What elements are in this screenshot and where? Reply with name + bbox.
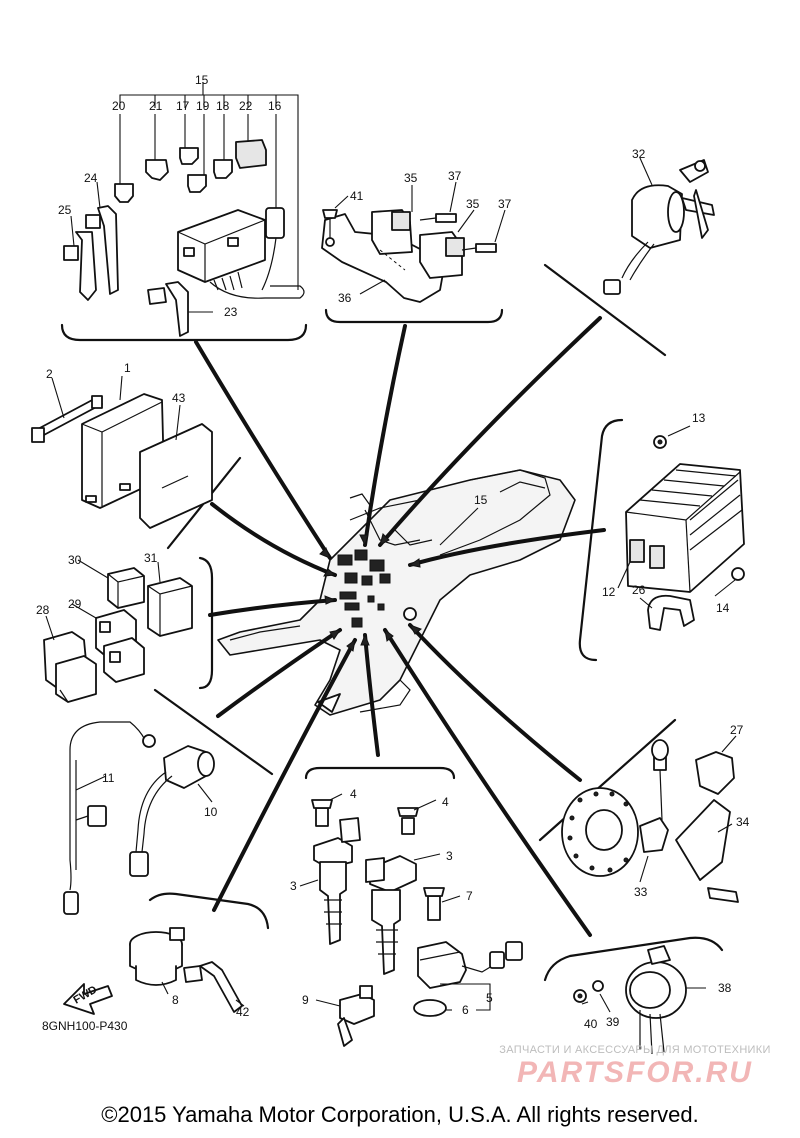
label-part-41: 41 bbox=[350, 189, 364, 203]
relay-group bbox=[43, 559, 193, 703]
label-part-26: 26 bbox=[632, 583, 646, 597]
label-part-27: 27 bbox=[730, 723, 744, 737]
label-part-3a: 3 bbox=[290, 879, 297, 893]
pressure-switch-group bbox=[63, 927, 245, 1015]
label-part-11: 11 bbox=[102, 771, 115, 785]
leader-15-frame bbox=[439, 507, 479, 546]
central-frame-assembly bbox=[217, 469, 576, 716]
label-part-4b: 4 bbox=[442, 795, 449, 809]
label-part-7: 7 bbox=[466, 889, 473, 903]
label-part-22: 22 bbox=[239, 99, 253, 113]
group-brackets bbox=[60, 263, 724, 982]
relay-bracket-group bbox=[321, 181, 506, 303]
label-part-9: 9 bbox=[302, 993, 309, 1007]
watermark-tagline: ЗАПЧАСТИ И АКСЕССУАРЫ ДЛЯ МОТОТЕХНИКИ bbox=[499, 1044, 771, 1056]
label-part-15b: 15 bbox=[474, 493, 488, 507]
label-part-6: 6 bbox=[462, 1003, 469, 1017]
drawing-code: 8GNH100-P430 bbox=[42, 1019, 128, 1033]
label-part-8: 8 bbox=[172, 993, 179, 1007]
switch-38-group bbox=[573, 945, 706, 1055]
label-part-36: 36 bbox=[338, 291, 352, 305]
label-part-14: 14 bbox=[716, 601, 730, 615]
main-switch-group bbox=[603, 157, 715, 295]
label-part-13: 13 bbox=[692, 411, 706, 425]
label-part-17: 17 bbox=[176, 99, 190, 113]
label-part-37a: 37 bbox=[448, 169, 462, 183]
ignition-coil-group bbox=[299, 793, 441, 975]
label-part-12: 12 bbox=[602, 585, 616, 599]
label-part-24: 24 bbox=[84, 171, 98, 185]
label-part-25: 25 bbox=[58, 203, 72, 217]
label-part-29: 29 bbox=[68, 597, 82, 611]
rectifier-regulator-group bbox=[617, 425, 745, 631]
label-part-18: 18 bbox=[216, 99, 230, 113]
ecu-group bbox=[31, 375, 213, 529]
label-part-15a: 15 bbox=[195, 73, 209, 87]
label-part-21: 21 bbox=[149, 99, 163, 113]
label-part-20: 20 bbox=[112, 99, 126, 113]
label-part-42: 42 bbox=[236, 1005, 250, 1019]
label-part-30: 30 bbox=[68, 553, 82, 567]
label-part-23: 23 bbox=[224, 305, 238, 319]
fuse-box-group bbox=[63, 83, 305, 337]
label-part-33: 33 bbox=[634, 885, 648, 899]
label-part-3b: 3 bbox=[446, 849, 453, 863]
wheel-sensor-group bbox=[561, 735, 739, 903]
label-part-40: 40 bbox=[584, 1017, 598, 1031]
part-number-labels: 1 2 3 3 4 4 5 6 7 8 9 10 11 12 13 14 15 … bbox=[36, 73, 750, 1031]
label-part-31: 31 bbox=[144, 551, 158, 565]
label-part-4a: 4 bbox=[350, 787, 357, 801]
copyright-notice: ©2015 Yamaha Motor Corporation, U.S.A. A… bbox=[101, 1102, 699, 1127]
sensor-group bbox=[63, 721, 215, 915]
label-part-39: 39 bbox=[606, 1015, 620, 1029]
connector-spokes bbox=[194, 316, 606, 937]
label-part-16: 16 bbox=[268, 99, 282, 113]
label-part-43: 43 bbox=[172, 391, 186, 405]
label-part-38: 38 bbox=[718, 981, 732, 995]
label-part-34: 34 bbox=[736, 815, 750, 829]
watermark-brand: PARTSFOR.RU bbox=[517, 1056, 753, 1089]
label-part-2: 2 bbox=[46, 367, 53, 381]
label-part-28: 28 bbox=[36, 603, 50, 617]
label-part-37b: 37 bbox=[498, 197, 512, 211]
label-part-19: 19 bbox=[196, 99, 210, 113]
label-part-35b: 35 bbox=[466, 197, 480, 211]
label-part-1: 1 bbox=[124, 361, 131, 375]
speed-sensor-group bbox=[315, 887, 523, 1047]
label-part-10: 10 bbox=[204, 805, 218, 819]
label-part-32: 32 bbox=[632, 147, 646, 161]
watermark: ЗАПЧАСТИ И АКСЕССУАРЫ ДЛЯ МОТОТЕХНИКИ PA… bbox=[490, 1044, 780, 1090]
label-part-5: 5 bbox=[486, 991, 493, 1005]
label-part-35a: 35 bbox=[404, 171, 418, 185]
